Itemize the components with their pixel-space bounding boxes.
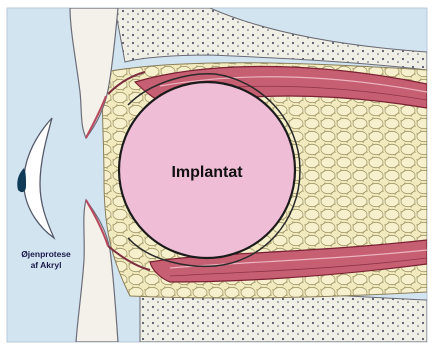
prosthesis-label-line1: Øjenprotese xyxy=(21,249,71,259)
implant-label: Implantat xyxy=(171,164,243,181)
prosthesis-label-line2: af Akryl xyxy=(31,260,62,270)
